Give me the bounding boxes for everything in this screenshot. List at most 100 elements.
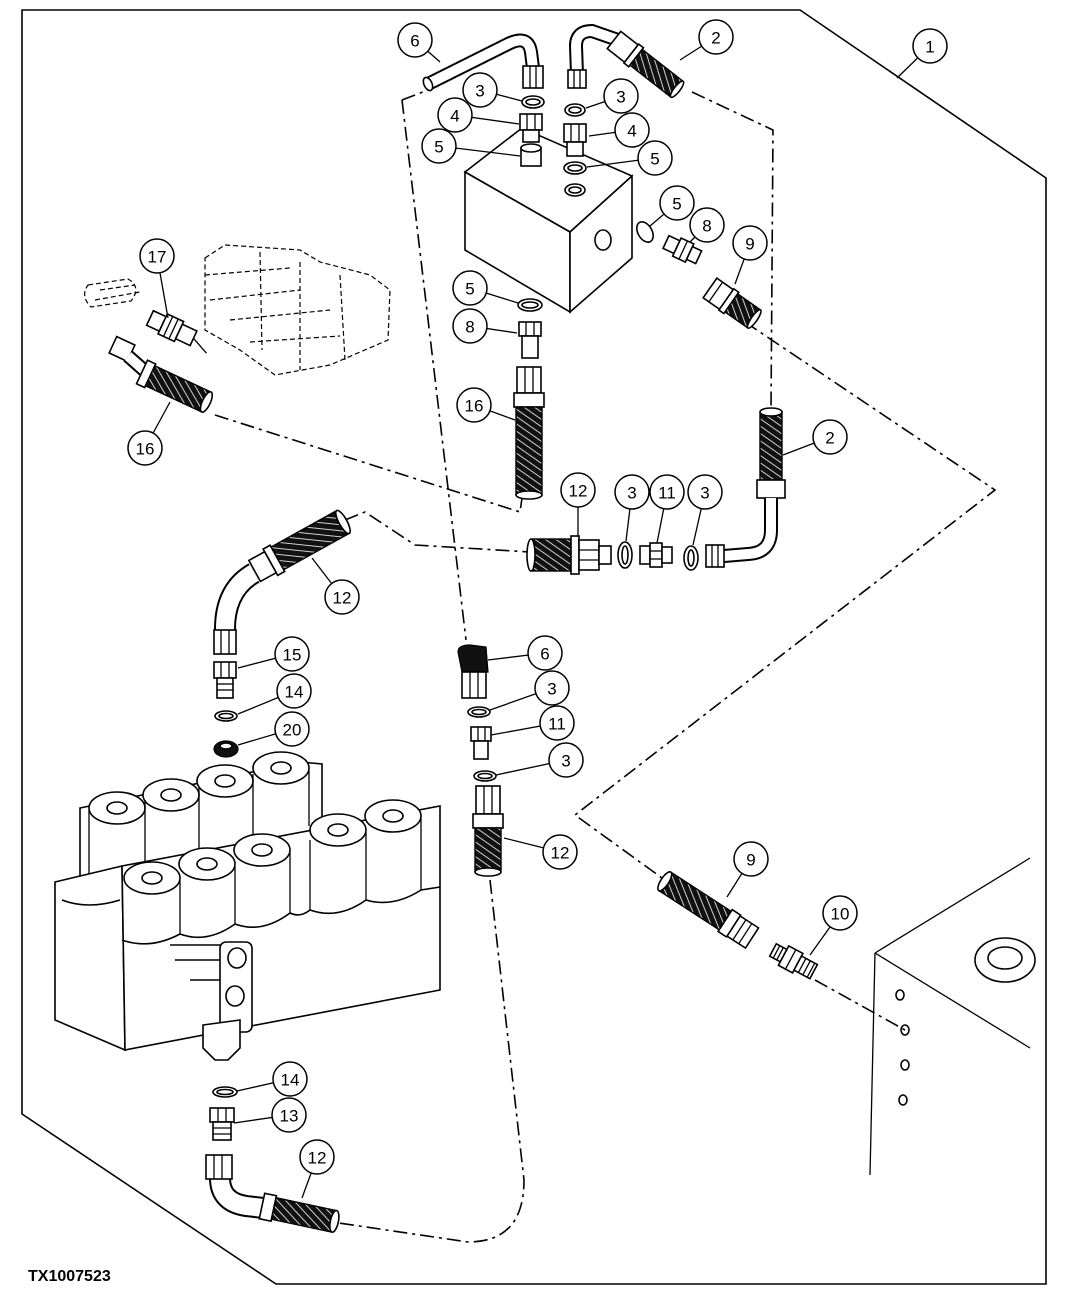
hose-2-right xyxy=(705,407,786,568)
hose-12-left xyxy=(213,509,352,655)
callout-bubble: 6 xyxy=(397,22,441,63)
hose-12-bottom xyxy=(205,1154,340,1233)
callout-bubble: 16 xyxy=(127,401,171,466)
o-ring-3-center-right xyxy=(683,545,699,571)
callout-number: 12 xyxy=(569,482,588,501)
callout-bubble: 3 xyxy=(489,670,570,711)
routing-lines xyxy=(214,89,997,1243)
o-ring-3-stack-lower xyxy=(473,770,497,782)
callout-bubble: 20 xyxy=(237,711,310,747)
callout-bubble: 12 xyxy=(560,472,596,537)
o-ring-5-right xyxy=(563,161,587,175)
fitting-11-stack xyxy=(470,726,492,760)
callout-number: 10 xyxy=(831,905,850,924)
callout-bubble: 3 xyxy=(687,474,723,546)
callout-number: 8 xyxy=(702,217,711,236)
callout-number: 20 xyxy=(283,721,302,740)
callout-number: 16 xyxy=(136,440,155,459)
machine-frame-outline xyxy=(21,9,1047,1285)
callout-number: 14 xyxy=(285,683,304,702)
hose-9-right xyxy=(657,871,760,950)
hose-16-left xyxy=(108,335,214,413)
fitting-11-center xyxy=(639,542,673,568)
callout-number: 11 xyxy=(658,484,676,503)
callout-number: 11 xyxy=(548,715,566,734)
callout-bubble: 12 xyxy=(311,557,360,615)
callout-bubble: 5 xyxy=(586,140,673,176)
callout-number: 3 xyxy=(627,484,636,503)
fitting-13 xyxy=(209,1107,235,1141)
callout-number: 2 xyxy=(825,429,834,448)
o-ring-right-lower xyxy=(564,183,586,197)
callouts: 6 2 1 3 3 4 4 5 5 5 8 9 17 5 8 16 2 16 1… xyxy=(127,19,948,1199)
callout-number: 16 xyxy=(465,397,484,416)
o-ring-5-left xyxy=(520,143,542,167)
callout-bubble: 6 xyxy=(487,635,563,671)
hose-2-top xyxy=(567,23,685,99)
o-ring-5-bottom xyxy=(517,298,543,312)
fitting-8-bottom xyxy=(518,321,542,359)
callout-number: 17 xyxy=(148,248,167,267)
callout-bubble: 16 xyxy=(456,387,516,423)
hose-16-center xyxy=(513,366,545,500)
fitting-17 xyxy=(145,309,207,354)
callout-number: 3 xyxy=(475,82,484,101)
callout-number: 4 xyxy=(627,122,636,141)
callout-bubble: 12 xyxy=(503,834,578,870)
callout-bubble: 4 xyxy=(437,97,520,133)
callout-number: 12 xyxy=(551,844,570,863)
callout-bubble: 5 xyxy=(649,185,695,227)
valve-block xyxy=(463,127,634,314)
o-ring-3-stack-upper xyxy=(467,706,491,718)
o-ring-14-upper xyxy=(214,710,238,722)
callout-bubble: 11 xyxy=(649,474,685,544)
o-ring-5-side xyxy=(636,221,654,243)
o-ring-3-top-right xyxy=(564,103,586,117)
hose-12-stack xyxy=(472,785,504,877)
fitting-8-side xyxy=(661,234,703,265)
callout-bubble: 10 xyxy=(809,895,858,956)
callout-bubble: 5 xyxy=(421,128,521,164)
callout-number: 3 xyxy=(700,484,709,503)
fitting-6-elbow xyxy=(457,644,489,699)
fitting-15 xyxy=(213,661,237,699)
callout-bubble: 3 xyxy=(614,474,650,542)
callout-bubble: 8 xyxy=(689,207,725,243)
callout-number: 4 xyxy=(450,107,459,126)
o-ring-3-center-left xyxy=(617,541,633,569)
callout-number: 5 xyxy=(434,138,443,157)
callout-number: 1 xyxy=(925,38,934,57)
callout-number: 14 xyxy=(281,1071,300,1090)
fitting-4-left xyxy=(519,113,543,143)
callout-number: 5 xyxy=(465,280,474,299)
callout-bubble: 2 xyxy=(782,419,848,456)
control-valve xyxy=(54,751,441,1061)
callout-number: 2 xyxy=(711,29,720,48)
callout-bubble: 3 xyxy=(585,78,639,114)
callout-bubble: 14 xyxy=(237,673,312,715)
callout-bubble: 3 xyxy=(462,72,523,108)
callout-number: 5 xyxy=(650,150,659,169)
callout-number: 5 xyxy=(672,195,681,214)
callout-bubble: 5 xyxy=(452,270,519,306)
phantom-valve-outline xyxy=(84,244,391,376)
callout-bubble: 12 xyxy=(299,1139,335,1199)
washer-20 xyxy=(213,740,239,758)
callout-bubble: 14 xyxy=(236,1061,308,1097)
figure-id: TX1007523 xyxy=(28,1268,111,1285)
callout-bubble: 9 xyxy=(726,841,769,898)
callout-number: 3 xyxy=(561,752,570,771)
callout-bubble: 4 xyxy=(588,112,650,148)
o-ring-14-lower xyxy=(212,1086,238,1098)
hose-9-top xyxy=(702,277,762,329)
callout-bubble: 15 xyxy=(237,636,310,672)
fitting-4-right xyxy=(563,123,587,157)
callout-number: 6 xyxy=(540,645,549,664)
callout-number: 6 xyxy=(410,32,419,51)
callout-bubble: 9 xyxy=(732,225,768,285)
callout-bubble: 1 xyxy=(896,28,948,79)
hydraulic-tank xyxy=(869,857,1036,1176)
callout-number: 3 xyxy=(616,88,625,107)
callout-number: 3 xyxy=(547,680,556,699)
